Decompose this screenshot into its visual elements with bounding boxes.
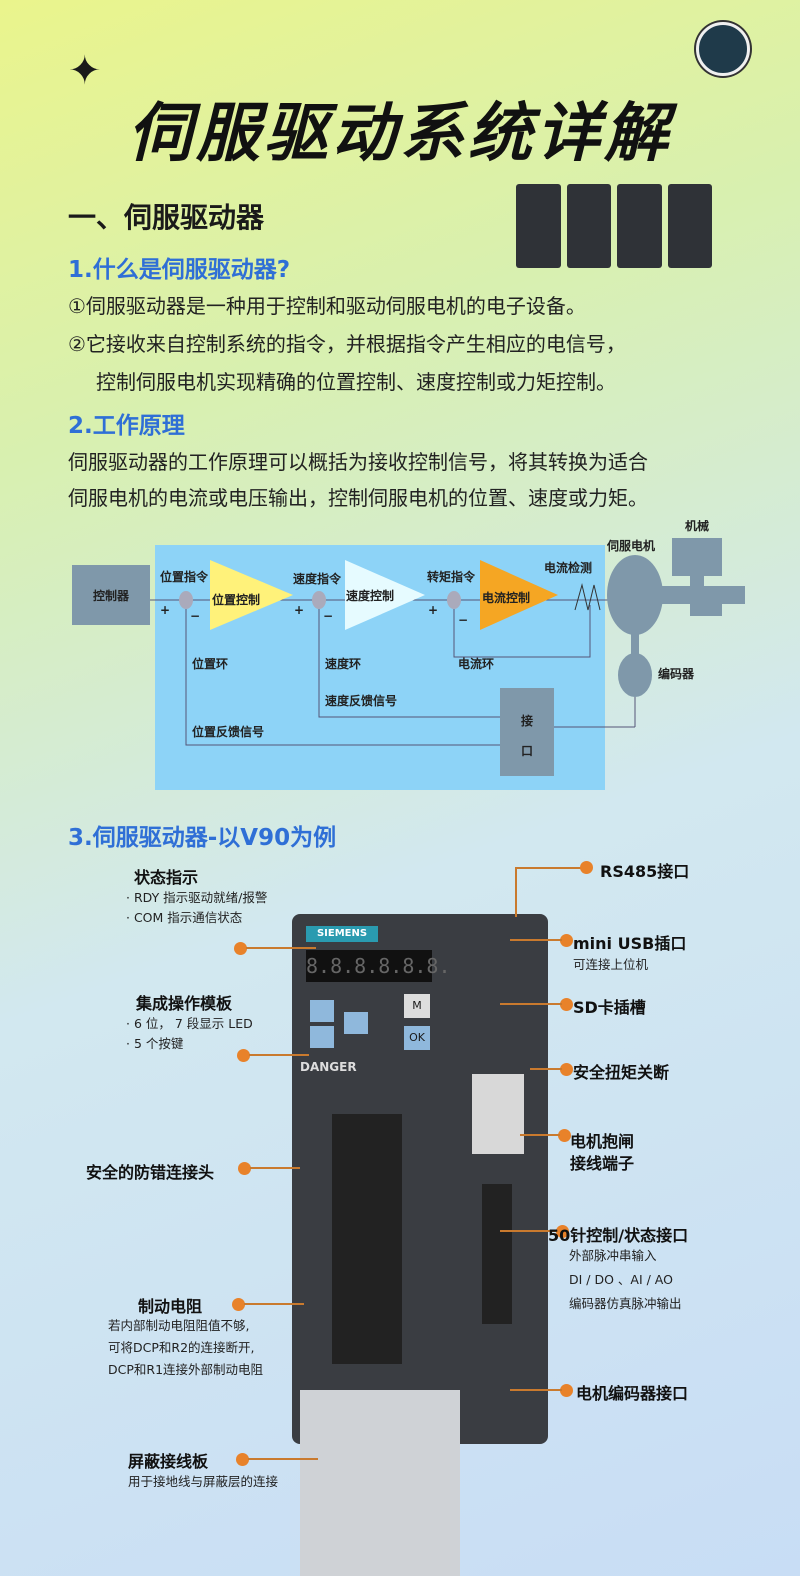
usb-title: mini USB插口 bbox=[573, 934, 687, 953]
spd-ctrl-label: 速度控制 bbox=[346, 588, 394, 603]
current-control-amp bbox=[480, 560, 558, 630]
io-item: 外部脉冲串输入 bbox=[569, 1248, 657, 1263]
minus-sign: − bbox=[190, 609, 200, 623]
status-title: 状态指示 bbox=[134, 868, 199, 887]
machine-label: 机械 bbox=[685, 520, 709, 533]
sd-title: SD卡插槽 bbox=[573, 998, 646, 1017]
m-key: M bbox=[404, 994, 430, 1018]
q1-line: 控制伺服电机实现精确的位置控制、速度控制或力矩控制。 bbox=[96, 370, 616, 394]
cur-loop-label: 电流环 bbox=[458, 656, 494, 671]
power-connectors bbox=[332, 1114, 402, 1364]
io-title: 50针控制/状态接口 bbox=[548, 1226, 689, 1245]
minus-sign: − bbox=[458, 613, 468, 627]
drive-thumbnails bbox=[516, 184, 712, 268]
interface-label: 接 bbox=[521, 713, 533, 728]
panel-title: 集成操作模板 bbox=[136, 994, 233, 1013]
rs485-title: RS485接口 bbox=[600, 862, 690, 881]
shield-item: 用于接地线与屏蔽层的连接 bbox=[128, 1474, 279, 1489]
pos-loop-label: 位置环 bbox=[192, 656, 228, 671]
speed-control-amp bbox=[345, 560, 425, 630]
plus-sign: + bbox=[294, 603, 304, 617]
spd-cmd-label: 速度指令 bbox=[293, 571, 342, 586]
interface-box bbox=[500, 688, 554, 776]
section-heading: 一、伺服驱动器 bbox=[68, 201, 265, 234]
pos-fb-label: 位置反馈信号 bbox=[192, 724, 264, 739]
io-item: DI / DO 、AI / AO bbox=[569, 1272, 673, 1287]
up-key bbox=[310, 1000, 334, 1022]
summing-junction bbox=[447, 591, 461, 609]
danger-label: DANGER bbox=[300, 1060, 357, 1074]
enc-title: 电机编码器接口 bbox=[576, 1384, 689, 1403]
sparkle-icon: ✦ bbox=[68, 48, 102, 94]
status-item: · COM 指示通信状态 bbox=[126, 910, 243, 925]
panel-item: · 5 个按键 bbox=[126, 1036, 184, 1051]
brake-res-title: 制动电阻 bbox=[138, 1297, 203, 1316]
brake-res-item: 可将DCP和R2的连接断开, bbox=[108, 1340, 255, 1355]
v90-drive-image: SIEMENS 8.8.8.8.8.8. M OK DANGER bbox=[292, 914, 548, 1444]
interface-label: 口 bbox=[521, 744, 533, 758]
ok-key: OK bbox=[404, 1026, 430, 1050]
brand-label: SIEMENS bbox=[306, 926, 378, 942]
brake-res-item: DCP和R1连接外部制动电阻 bbox=[108, 1362, 264, 1377]
io-connector bbox=[482, 1184, 512, 1324]
shield-plate-image bbox=[300, 1390, 460, 1576]
q2-line: 伺服驱动器的工作原理可以概括为接收控制信号，将其转换为适合 bbox=[68, 450, 648, 474]
pos-cmd-label: 位置指令 bbox=[160, 569, 209, 584]
position-control-amp bbox=[210, 560, 293, 630]
pos-ctrl-label: 位置控制 bbox=[212, 592, 260, 607]
q2-line: 伺服电机的电流或电压输出，控制伺服电机的位置、速度或力矩。 bbox=[68, 486, 648, 510]
panel-item: · 6 位， 7 段显示 LED bbox=[126, 1016, 253, 1031]
io-item: 编码器仿真脉冲输出 bbox=[569, 1296, 682, 1311]
machine-shape bbox=[672, 538, 722, 576]
cur-detect-label: 电流检测 bbox=[544, 560, 592, 575]
plus-sign: + bbox=[160, 603, 170, 617]
q1-line: ②它接收来自控制系统的指令，并根据指令产生相应的电信号， bbox=[68, 332, 626, 356]
controller-label: 控制器 bbox=[93, 588, 130, 603]
plus-sign: + bbox=[428, 603, 438, 617]
led-display: 8.8.8.8.8.8. bbox=[306, 950, 451, 982]
q2-heading: 2.工作原理 bbox=[68, 413, 185, 439]
spd-fb-label: 速度反馈信号 bbox=[325, 693, 397, 708]
brake-title-2: 接线端子 bbox=[570, 1154, 635, 1173]
sto-title: 安全扭矩关断 bbox=[573, 1063, 670, 1082]
cur-ctrl-label: 电流控制 bbox=[482, 590, 530, 605]
summing-junction bbox=[179, 591, 193, 609]
brake-title: 电机抱闸 bbox=[570, 1132, 635, 1151]
q1-line: ①伺服驱动器是一种用于控制和驱动伺服电机的电子设备。 bbox=[68, 294, 586, 318]
avatar-logo bbox=[696, 22, 750, 76]
motor-shape bbox=[607, 555, 663, 635]
q3-heading: 3.伺服驱动器-以V90为例 bbox=[68, 825, 337, 851]
encoder-label: 编码器 bbox=[657, 666, 695, 681]
sto-terminals bbox=[472, 1074, 524, 1154]
left-key bbox=[344, 1012, 368, 1034]
page-title: 伺服驱动系统详解 bbox=[128, 97, 672, 171]
status-item: · RDY 指示驱动就绪/报警 bbox=[126, 890, 268, 905]
encoder-shape bbox=[618, 653, 652, 697]
controller-box bbox=[72, 565, 150, 625]
trq-cmd-label: 转矩指令 bbox=[427, 569, 476, 584]
brake-res-item: 若内部制动电阻阻值不够, bbox=[108, 1318, 250, 1333]
down-key bbox=[310, 1026, 334, 1048]
motor-label: 伺服电机 bbox=[606, 538, 655, 553]
spd-loop-label: 速度环 bbox=[325, 656, 361, 671]
summing-junction bbox=[312, 591, 326, 609]
q1-heading: 1.什么是伺服驱动器? bbox=[68, 257, 291, 283]
connector-title: 安全的防错连接头 bbox=[86, 1163, 215, 1182]
usb-item: 可连接上位机 bbox=[573, 957, 649, 972]
shield-title: 屏蔽接线板 bbox=[128, 1452, 209, 1471]
servo-control-diagram: 控制器 位置控制 速度控制 电流控制 位置指令 速度指令 转矩指令 电流检测 +… bbox=[72, 520, 745, 790]
minus-sign: − bbox=[323, 609, 333, 623]
